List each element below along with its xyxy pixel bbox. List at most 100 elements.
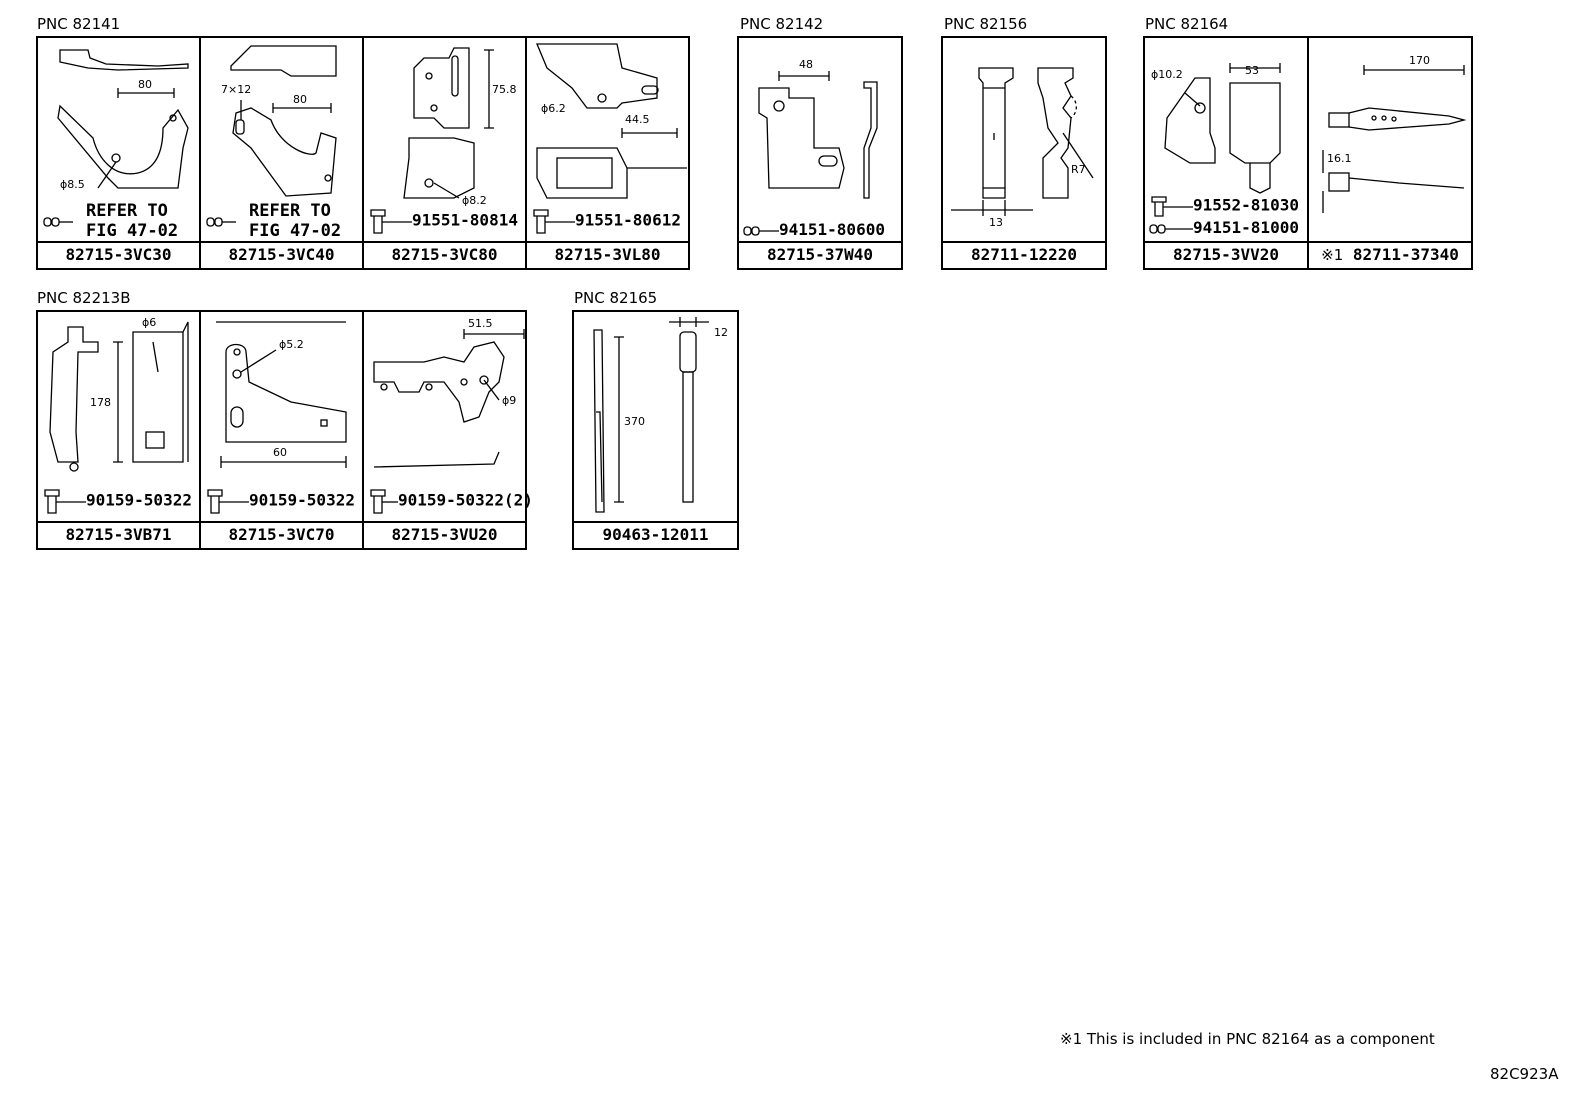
dimension-label: ϕ10.2	[1151, 68, 1183, 81]
dimension-label: 80	[138, 78, 152, 91]
part-number[interactable]: 82715-3VC40	[201, 241, 362, 268]
fastener-callout: 90159-50322	[42, 488, 192, 514]
dimension-label: R7	[1071, 163, 1086, 176]
part-cell-82715-3vc30[interactable]: 80 ϕ8.5 REFER TO FIG 47-02 82715-3VC30	[36, 36, 201, 270]
part-cell-82715-3vc40[interactable]: 7×12 80 REFER TO FIG 47-02 82715-3VC40	[199, 36, 364, 270]
part-cell-82711-12220[interactable]: 13 R7 82711-12220	[941, 36, 1107, 270]
part-number[interactable]: 82715-3VC70	[201, 521, 362, 548]
dimension-label: 16.1	[1327, 152, 1352, 165]
figure-reference[interactable]: FIG 47-02	[249, 221, 342, 241]
fastener-part-number[interactable]: 90159-50322(2)	[398, 490, 533, 510]
component-footnote: ※1 This is included in PNC 82164 as a co…	[1060, 1030, 1435, 1048]
bracket-drawing	[758, 71, 878, 199]
dimension-label: 44.5	[625, 113, 650, 126]
pnc-label-82164: PNC 82164	[1145, 15, 1229, 33]
nut-icon	[43, 217, 73, 227]
dimension-label: ϕ8.5	[60, 178, 85, 191]
fastener-callout: 91551-80814	[368, 208, 518, 234]
nut-icon	[206, 217, 236, 227]
dimension-label: 12	[714, 326, 728, 339]
part-cell-82715-3vc70[interactable]: ϕ5.2 60 90159-50322 82715-3VC70	[199, 310, 364, 550]
dimension-label: 13	[989, 216, 1003, 229]
bracket-drawing	[536, 43, 687, 199]
part-number[interactable]: ※1 82711-37340	[1309, 241, 1471, 268]
part-cell-90463-12011[interactable]: 12 370 90463-12011	[572, 310, 739, 550]
dimension-label: ϕ6	[142, 316, 157, 329]
pnc-label-82213b: PNC 82213B	[37, 289, 131, 307]
dimension-label: 48	[799, 58, 813, 71]
bolt-icon	[44, 489, 86, 514]
refer-to-line: REFER TO	[249, 201, 331, 221]
nut-icon	[1149, 223, 1193, 234]
figure-code: 82C923A	[1490, 1065, 1559, 1083]
fastener-callout: 94151-81000	[1149, 219, 1299, 237]
refer-to-note: REFER TO FIG 47-02	[86, 201, 178, 241]
part-number[interactable]: 90463-12011	[574, 521, 737, 548]
bolt-icon	[207, 489, 249, 514]
dimension-label: 7×12	[221, 83, 252, 96]
bracket-drawing	[373, 329, 525, 468]
part-cell-82715-3vc80[interactable]: 75.8 ϕ8.2 91551-80814 82715-3VC80	[362, 36, 527, 270]
bolt-icon	[533, 209, 575, 234]
part-cell-82711-37340[interactable]: 170 16.1 ※1 82711-37340	[1307, 36, 1473, 270]
fastener-callout: 91551-80612	[531, 208, 681, 234]
part-number[interactable]: 82711-12220	[943, 241, 1105, 268]
fastener-callout: 90159-50322	[205, 488, 355, 514]
part-number[interactable]: 82715-3VL80	[527, 241, 688, 268]
part-cell-82715-3vb71[interactable]: ϕ6 178 90159-50322 82715-3VB71	[36, 310, 201, 550]
dimension-label: 178	[90, 396, 111, 409]
part-cell-82715-3vv20[interactable]: ϕ10.2 53 91552-81030 94151-81000 82715-3…	[1143, 36, 1309, 270]
refer-to-line: REFER TO	[86, 201, 168, 221]
fastener-part-number[interactable]: 91552-81030	[1193, 195, 1299, 215]
part-cell-82715-37w40[interactable]: 48 94151-80600 82715-37W40	[737, 36, 903, 270]
pnc-label-82165: PNC 82165	[574, 289, 658, 307]
dimension-label: 60	[273, 446, 287, 459]
pnc-label-82156: PNC 82156	[944, 15, 1028, 33]
part-number[interactable]: 82715-37W40	[739, 241, 901, 268]
bolt-icon	[370, 489, 398, 514]
figure-reference[interactable]: FIG 47-02	[86, 221, 179, 241]
bracket-drawing	[403, 47, 494, 199]
pnc-label-82141: PNC 82141	[37, 15, 121, 33]
bracket-drawing	[57, 49, 189, 189]
dimension-label: ϕ6.2	[541, 102, 566, 115]
nut-icon	[743, 225, 779, 236]
dimension-label: 75.8	[492, 83, 517, 96]
part-number[interactable]: 82715-3VB71	[38, 521, 199, 548]
clamp-drawing	[1322, 65, 1467, 213]
cable-tie-drawing	[593, 317, 709, 513]
part-cell-82715-3vl80[interactable]: ϕ6.2 44.5 91551-80612 82715-3VL80	[525, 36, 690, 270]
bolt-icon	[370, 209, 412, 234]
bracket-drawing	[216, 321, 347, 468]
fastener-part-number[interactable]: 94151-80600	[779, 220, 885, 239]
refer-to-note: REFER TO FIG 47-02	[249, 201, 341, 241]
fastener-callout: 91552-81030	[1149, 195, 1299, 217]
dimension-label: 80	[293, 93, 307, 106]
dimension-label: 370	[624, 415, 645, 428]
fastener-callout: 90159-50322(2)	[368, 488, 533, 514]
bolt-icon	[1151, 196, 1193, 217]
dimension-label: 53	[1245, 64, 1259, 77]
part-cell-82715-3vu20[interactable]: 51.5 ϕ9 90159-50322(2) 82715-3VU20	[362, 310, 533, 550]
fastener-part-number[interactable]: 91551-80612	[575, 210, 681, 230]
part-number[interactable]: 82715-3VC80	[364, 241, 525, 268]
part-number[interactable]: 82715-3VC30	[38, 241, 199, 268]
part-number-value[interactable]: 82711-37340	[1352, 245, 1459, 264]
fastener-part-number[interactable]: 90159-50322	[86, 490, 192, 510]
fastener-part-number[interactable]: 90159-50322	[249, 490, 355, 510]
bracket-drawing	[49, 321, 189, 472]
component-mark: ※1	[1321, 246, 1344, 264]
dimension-label: ϕ5.2	[279, 338, 304, 351]
dimension-label: 51.5	[468, 317, 493, 330]
fastener-part-number[interactable]: 91551-80814	[412, 210, 518, 230]
part-number[interactable]: 82715-3VV20	[1145, 241, 1307, 268]
bracket-drawing	[230, 45, 337, 197]
bracket-drawing	[1164, 63, 1281, 194]
pnc-label-82142: PNC 82142	[740, 15, 824, 33]
fastener-callout: 94151-80600	[743, 221, 885, 239]
dimension-label: ϕ9	[502, 394, 517, 407]
dimension-label: 170	[1409, 54, 1430, 67]
part-number[interactable]: 82715-3VU20	[364, 521, 525, 548]
dimension-label: ϕ8.2	[462, 194, 487, 207]
fastener-part-number[interactable]: 94151-81000	[1193, 218, 1299, 237]
